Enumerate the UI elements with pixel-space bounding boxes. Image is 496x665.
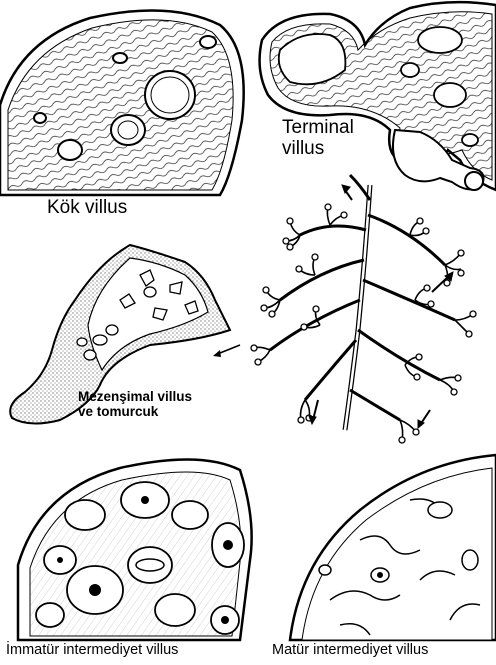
- label-mature-intermediate-villus: Matür intermediyet villus: [272, 643, 428, 659]
- label-mesenchymal-villus-line2: ve tomurcuk: [78, 405, 192, 420]
- stem-villus-drawing: [0, 10, 244, 195]
- label-mesenchymal-villus: Mezenşimal villus ve tomurcuk: [78, 390, 192, 419]
- label-stem-villus: Kök villus: [47, 198, 127, 219]
- label-immature-intermediate-villus: İmmatür intermediyet villus: [6, 643, 178, 659]
- terminal-villus-drawing: [260, 2, 496, 190]
- label-mesenchymal-villus-line1: Mezenşimal villus: [78, 390, 192, 405]
- label-terminal-villus: Terminal villus: [282, 118, 354, 159]
- label-terminal-villus-line2: villus: [282, 139, 354, 160]
- immature-intermediate-villus-drawing: [18, 459, 252, 640]
- villous-tree-drawing: [251, 175, 476, 443]
- mature-intermediate-villus-drawing: [290, 455, 496, 640]
- label-terminal-villus-line1: Terminal: [282, 118, 354, 139]
